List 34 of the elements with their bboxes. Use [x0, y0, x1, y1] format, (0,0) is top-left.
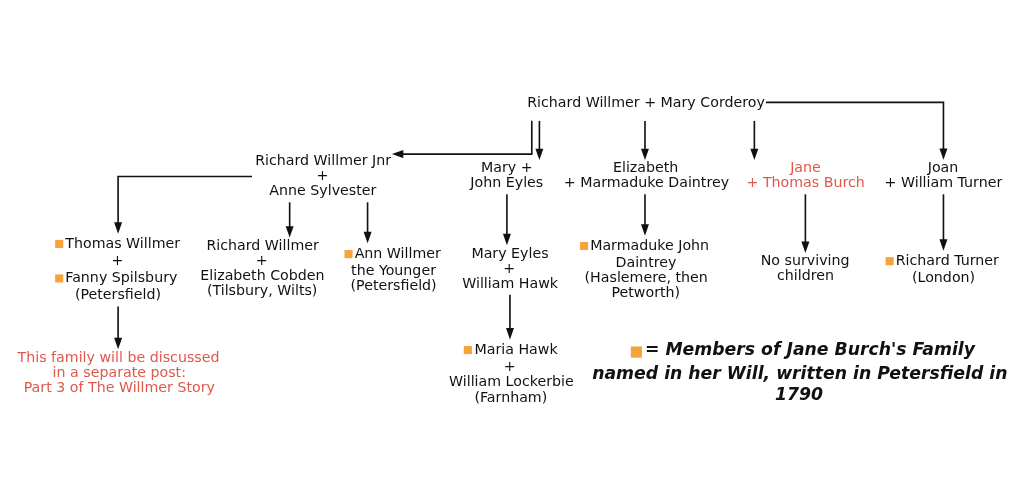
node-text: Jane + Thomas Burch [746, 159, 865, 191]
node-text: Mary Eyles + William Hawk [461, 244, 558, 292]
node-box [885, 257, 894, 266]
arrow [800, 193, 809, 253]
arrow [640, 193, 649, 236]
node-label: Marmaduke John Daintrey (Haslemere, then Petworth) [584, 236, 709, 301]
legend-label: = Members of Jane Burch's Family named in her Will, written in Petersfield in 1790 [591, 339, 1008, 404]
node-text: Richard Willmer Jnr + Anne Sylvester [254, 151, 391, 199]
node-box [344, 250, 353, 259]
arrow [640, 120, 649, 161]
node-text: Joan + William Turner [884, 159, 1002, 191]
node-text: Richard Willmer + Elizabeth Cobden (Tilsbury, Wilts) [199, 236, 325, 299]
node-text: No surviving children [760, 251, 850, 284]
node-label: Maria Hawk + William Lockerbie (Farnham) [448, 340, 574, 405]
arrow [764, 101, 947, 160]
arrow [938, 193, 947, 251]
arrow [534, 120, 543, 161]
node-text: Mary + John Eyles [469, 159, 543, 191]
node-box [463, 346, 472, 355]
node-text: This family will be discussed in a separate post: Part 3 of The Willmer Story [17, 348, 219, 396]
arrow [502, 193, 511, 246]
arrow [285, 201, 294, 238]
node-label: Ann Willmer the Younger (Petersfield) [350, 244, 441, 294]
node-box [579, 241, 588, 251]
arrow [391, 119, 533, 159]
arrow [363, 201, 372, 244]
node-text: Richard Willmer + Mary Corderoy [526, 93, 765, 110]
node-label: Thomas Willmer + Fanny Spilsbury (Petersfield) [64, 234, 180, 303]
arrow [113, 305, 122, 350]
arrow [113, 175, 253, 234]
arrow [505, 294, 514, 340]
arrow [749, 120, 758, 161]
node-text: Elizabeth + Marmaduke Daintrey [563, 159, 729, 191]
node-label: Richard Turner (London) [895, 251, 999, 286]
